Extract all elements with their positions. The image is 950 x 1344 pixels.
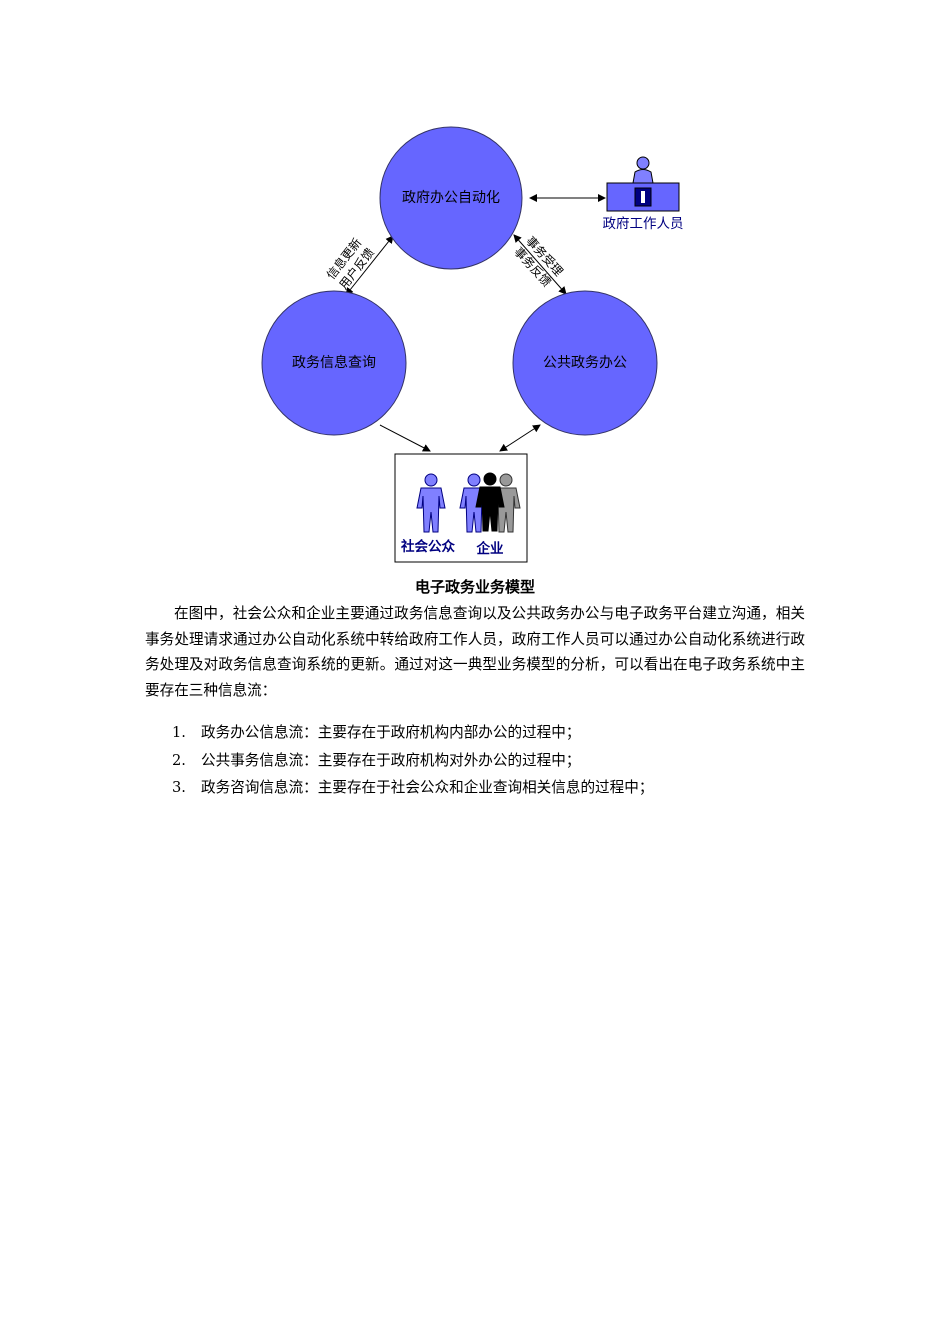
list-item: 1. 政务办公信息流：主要存在于政府机构内部办公的过程中； bbox=[172, 719, 653, 747]
e-government-model-diagram: 政府办公自动化 政务信息查询 公共政务办公 信息更新 用户反馈 事务受理 事务反… bbox=[261, 126, 684, 563]
figure-caption: 电子政务业务模型 bbox=[414, 578, 535, 596]
edge-oa-public bbox=[513, 234, 567, 295]
list-text: 政务咨询信息流：主要存在于社会公众和企业查询相关信息的过程中； bbox=[201, 779, 654, 796]
list-item: 3. 政务咨询信息流：主要存在于社会公众和企业查询相关信息的过程中； bbox=[172, 774, 653, 802]
public-person-icon bbox=[416, 473, 446, 533]
enterprise-people-icon bbox=[459, 472, 521, 533]
list-item: 2. 公共事务信息流：主要存在于政府机构对外办公的过程中； bbox=[172, 747, 653, 775]
list-number: 1. bbox=[172, 724, 186, 741]
info-flow-list: 1. 政务办公信息流：主要存在于政府机构内部办公的过程中； 2. 公共事务信息流：主… bbox=[172, 719, 653, 802]
node-public-office-label: 公共政务办公 bbox=[543, 355, 627, 371]
node-office-automation-label: 政府办公自动化 bbox=[402, 190, 500, 206]
staff-label: 政府工作人员 bbox=[603, 216, 684, 232]
government-staff-icon bbox=[606, 156, 680, 212]
list-text: 公共事务信息流：主要存在于政府机构对外办公的过程中； bbox=[201, 751, 581, 769]
body-paragraph: 在图中，社会公众和企业主要通过政务信息查询以及公共政务办公与电子政务平台建立沟通… bbox=[145, 605, 805, 699]
edge-oa-query bbox=[345, 235, 394, 296]
enterprise-label: 企业 bbox=[476, 540, 504, 557]
edge-query-users bbox=[379, 424, 431, 452]
node-public-office bbox=[512, 290, 658, 436]
public-label: 社会公众 bbox=[400, 538, 455, 555]
edge-public-users bbox=[499, 424, 541, 452]
node-info-query-label: 政务信息查询 bbox=[292, 354, 376, 371]
list-number: 3. bbox=[172, 779, 186, 796]
list-number: 2. bbox=[172, 751, 186, 769]
node-office-automation bbox=[379, 126, 523, 270]
node-info-query bbox=[261, 290, 407, 436]
list-text: 政务办公信息流：主要存在于政府机构内部办公的过程中； bbox=[201, 724, 581, 741]
